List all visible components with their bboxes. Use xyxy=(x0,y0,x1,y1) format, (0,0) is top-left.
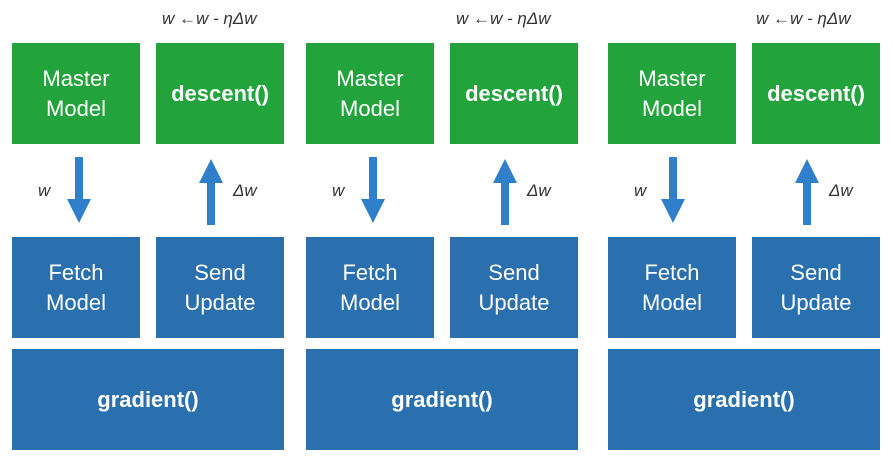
send-update-box: Send Update xyxy=(450,237,578,338)
delta-weights-label: Δw xyxy=(233,181,257,200)
update-formula: w ←w - ηΔw xyxy=(756,9,851,28)
gradient-box: gradient() xyxy=(12,349,284,450)
delta-weights-label: Δw xyxy=(829,181,853,200)
down-arrow-icon xyxy=(67,157,91,223)
master-model-box: Master Model xyxy=(12,43,140,144)
descent-box: descent() xyxy=(156,43,284,144)
down-arrow-icon xyxy=(661,157,685,223)
gradient-box: gradient() xyxy=(306,349,578,450)
worker-column-1: w ←w - ηΔw Master Model descent() w Δw F… xyxy=(0,0,292,468)
send-update-box: Send Update xyxy=(156,237,284,338)
master-model-box: Master Model xyxy=(608,43,736,144)
up-arrow-icon xyxy=(493,159,517,225)
master-model-box: Master Model xyxy=(306,43,434,144)
fetch-model-box: Fetch Model xyxy=(12,237,140,338)
worker-column-3: w ←w - ηΔw Master Model descent() w Δw F… xyxy=(596,0,888,468)
update-formula: w ←w - ηΔw xyxy=(456,9,551,28)
descent-box: descent() xyxy=(752,43,880,144)
send-update-box: Send Update xyxy=(752,237,880,338)
gradient-box: gradient() xyxy=(608,349,880,450)
down-arrow-icon xyxy=(361,157,385,223)
delta-weights-label: Δw xyxy=(527,181,551,200)
descent-box: descent() xyxy=(450,43,578,144)
worker-column-2: w ←w - ηΔw Master Model descent() w Δw F… xyxy=(294,0,586,468)
update-formula: w ←w - ηΔw xyxy=(162,9,257,28)
up-arrow-icon xyxy=(199,159,223,225)
weights-label: w xyxy=(38,181,51,200)
up-arrow-icon xyxy=(795,159,819,225)
weights-label: w xyxy=(332,181,345,200)
fetch-model-box: Fetch Model xyxy=(306,237,434,338)
fetch-model-box: Fetch Model xyxy=(608,237,736,338)
weights-label: w xyxy=(634,181,647,200)
